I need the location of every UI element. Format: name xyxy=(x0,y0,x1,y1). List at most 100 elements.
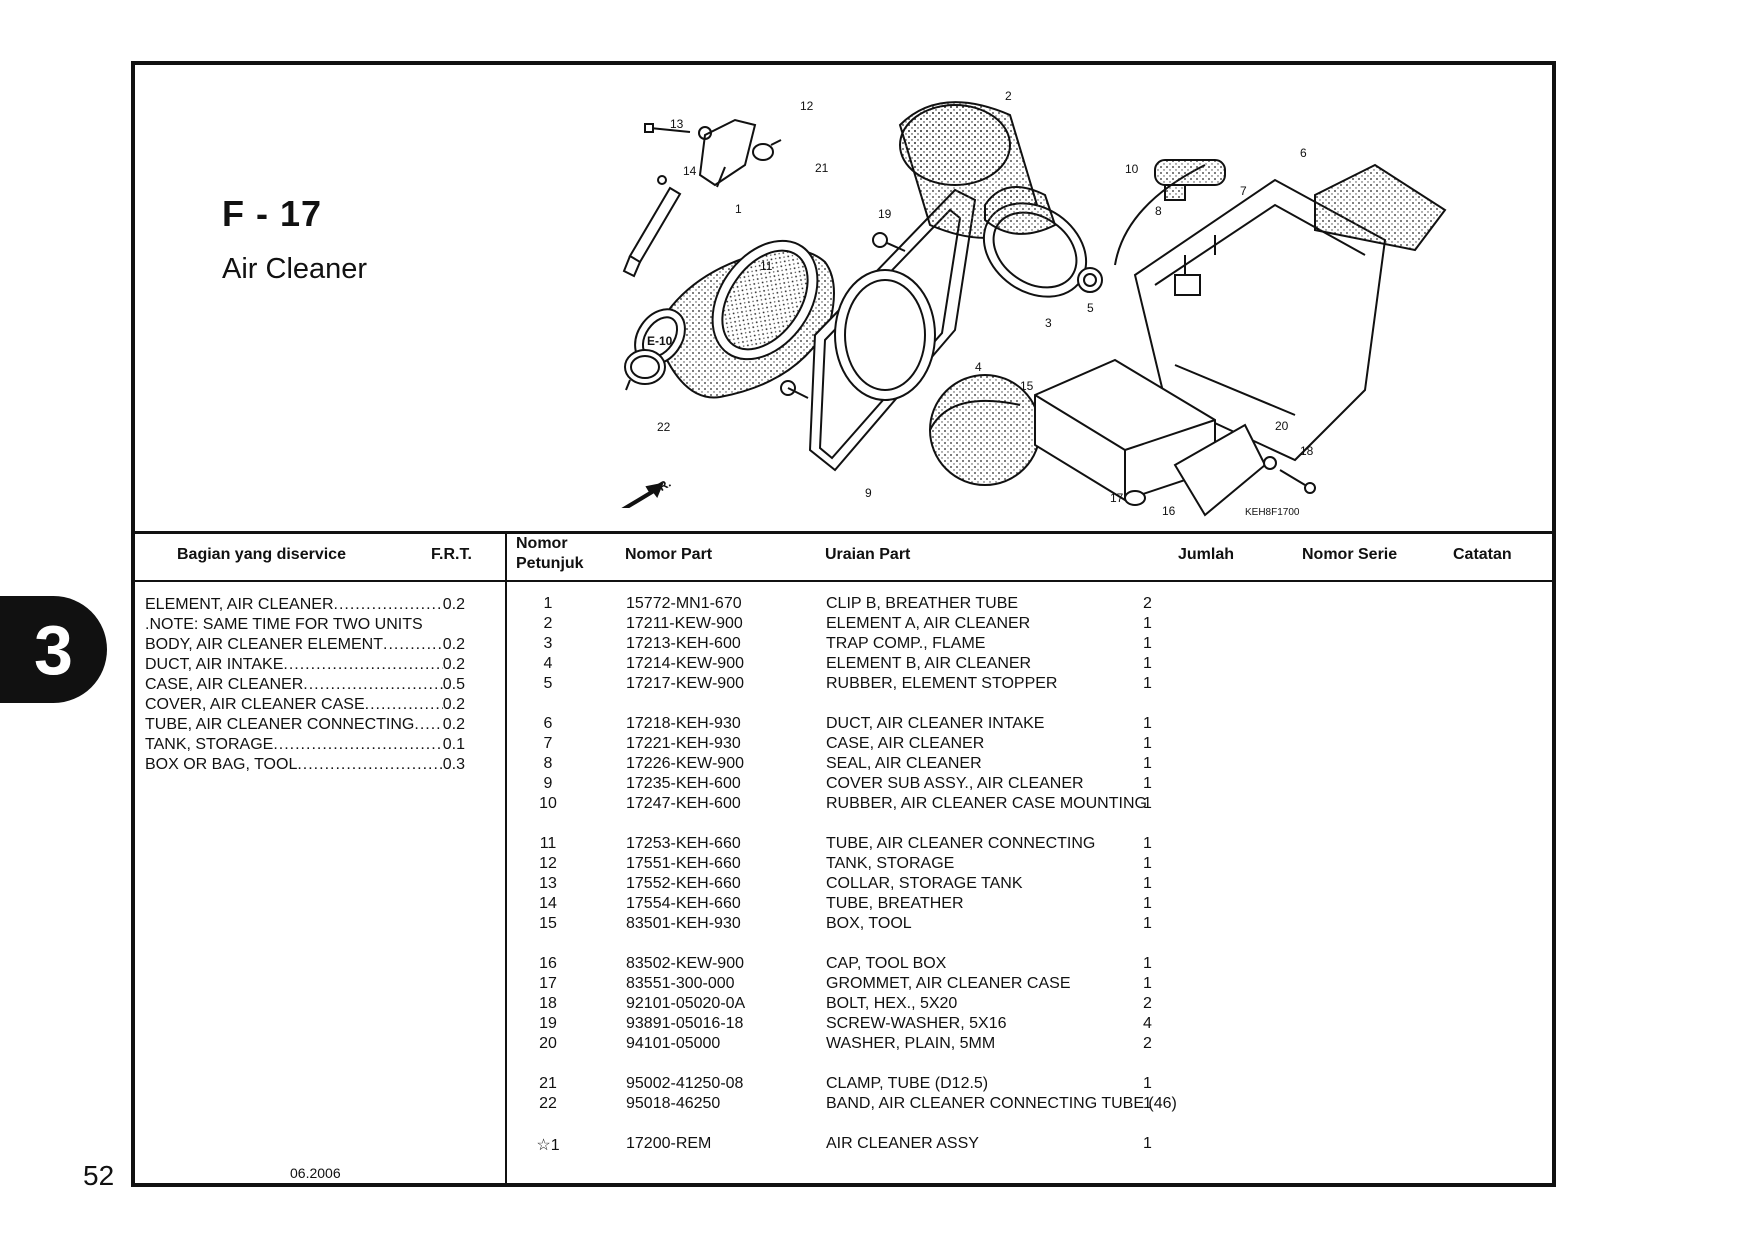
flame-trap-drawing xyxy=(982,186,1088,298)
callout-label: 12 xyxy=(800,99,814,113)
callout-label: 8 xyxy=(1155,204,1162,218)
qty-cell: 4 xyxy=(1143,1015,1152,1032)
desc-cell: ELEMENT B, AIR CLEANER xyxy=(826,655,1032,672)
part-no-cell: 17213-KEH-600 xyxy=(626,635,741,652)
grommet-drawing xyxy=(1124,490,1146,506)
ref-cell: 2 xyxy=(543,615,553,632)
desc-cell: TUBE, AIR CLEANER CONNECTING xyxy=(826,835,1096,852)
service-item-label: CASE, AIR CLEANER xyxy=(145,676,304,693)
part-no-cell: 93891-05016-18 xyxy=(626,1015,744,1032)
part-no-cell: 83502-KEW-900 xyxy=(626,955,744,972)
desc-cell: RUBBER, AIR CLEANER CASE MOUNTING xyxy=(826,795,1147,812)
callout-label: 9 xyxy=(865,486,872,500)
callout-label: 3 xyxy=(1045,316,1052,330)
service-item-label: BODY, AIR CLEANER ELEMENT xyxy=(145,636,383,653)
desc-cell: CAP, TOOL BOX xyxy=(826,955,947,972)
service-item-frt: 0.2 xyxy=(442,636,465,653)
service-item: TUBE, AIR CLEANER CONNECTING0.2 xyxy=(145,715,465,735)
qty-cell: 1 xyxy=(1143,1135,1152,1152)
service-item: TANK, STORAGE 0.1 xyxy=(145,735,465,755)
service-item: ELEMENT, AIR CLEANER0.2 xyxy=(145,595,465,615)
ref-cell: 14 xyxy=(539,895,557,912)
qty-cell: 1 xyxy=(1143,675,1152,692)
service-item-frt: 0.2 xyxy=(442,696,465,713)
part-no-cell: 83501-KEH-930 xyxy=(626,915,741,932)
part-no-cell: 15772-MN1-670 xyxy=(626,595,742,612)
ref-cell: 22 xyxy=(539,1095,557,1112)
service-item-frt: 0.1 xyxy=(442,736,465,753)
callout-label: 13 xyxy=(670,117,684,131)
service-item-frt: 0.3 xyxy=(442,756,465,773)
part-no-cell: 83551-300-000 xyxy=(626,975,735,992)
table-header: Bagian yang diservice F.R.T. Nomor Petun… xyxy=(135,531,1552,582)
qty-cell: 1 xyxy=(1143,655,1152,672)
header-frt: F.R.T. xyxy=(431,546,472,563)
ref-cell: 12 xyxy=(539,855,557,872)
callout-label: 20 xyxy=(1275,419,1289,433)
qty-cell: 1 xyxy=(1143,795,1152,812)
desc-cell: BOLT, HEX., 5X20 xyxy=(826,995,958,1012)
part-no-cell: 17253-KEH-660 xyxy=(626,835,741,852)
intake-duct-drawing xyxy=(1314,163,1447,252)
qty-cell: 1 xyxy=(1143,955,1152,972)
service-item: COVER, AIR CLEANER CASE0.2 xyxy=(145,695,465,715)
service-item-label: TUBE, AIR CLEANER CONNECTING xyxy=(145,716,415,733)
part-no-cell: 17214-KEW-900 xyxy=(626,655,744,672)
ref-cell: 5 xyxy=(543,675,553,692)
section-name: Air Cleaner xyxy=(222,253,368,285)
qty-cell: 1 xyxy=(1143,615,1152,632)
part-no-cell: 94101-05000 xyxy=(626,1035,721,1052)
callout-label: 1 xyxy=(735,202,742,216)
qty-cell: 1 xyxy=(1143,875,1152,892)
air-cleaner-cover-drawing xyxy=(780,188,977,472)
desc-cell: BOX, TOOL xyxy=(826,915,912,932)
callout-label: 16 xyxy=(1162,504,1176,518)
ref-cell: 8 xyxy=(543,755,553,772)
ref-cell: 9 xyxy=(543,775,553,792)
header-service-part: Bagian yang diservice xyxy=(177,546,346,563)
parts-catalog-frame: F - 17 Air Cleaner xyxy=(131,61,1556,1187)
callout-label: 11 xyxy=(760,259,773,273)
desc-cell: ELEMENT A, AIR CLEANER xyxy=(826,615,1031,632)
callout-label: 2 xyxy=(1005,89,1012,103)
ref-cell: 17 xyxy=(539,975,557,992)
desc-cell: WASHER, PLAIN, 5MM xyxy=(826,1035,996,1052)
callout-label: 18 xyxy=(1300,444,1314,458)
ref-cell: 15 xyxy=(539,915,557,932)
service-item-label: .NOTE: SAME TIME FOR TWO UNITS xyxy=(145,616,423,633)
ref-cell: 7 xyxy=(543,735,553,752)
qty-cell: 2 xyxy=(1143,595,1152,612)
service-item-label: BOX OR BAG, TOOL xyxy=(145,756,298,773)
qty-cell: 1 xyxy=(1143,635,1152,652)
storage-tank-drawing xyxy=(622,118,757,278)
diagram-panel: F - 17 Air Cleaner xyxy=(135,65,1552,534)
part-no-cell: 17218-KEH-930 xyxy=(626,715,741,732)
ref-cell: 4 xyxy=(543,655,553,672)
part-no-cell: 17226-KEW-900 xyxy=(626,755,744,772)
qty-cell: 1 xyxy=(1143,735,1152,752)
ref-cell: 19 xyxy=(539,1015,557,1032)
header-description: Uraian Part xyxy=(825,546,911,563)
qty-cell: 1 xyxy=(1143,895,1152,912)
service-item-label: DUCT, AIR INTAKE xyxy=(145,656,284,673)
rubber-stopper-drawing xyxy=(1077,267,1103,293)
part-no-cell: 92101-05020-0A xyxy=(626,995,746,1012)
chapter-tab: 3 xyxy=(0,596,107,703)
part-no-cell: 17554-KEH-660 xyxy=(626,895,741,912)
service-item-label: ELEMENT, AIR CLEANER xyxy=(145,596,334,613)
section-code: F - 17 xyxy=(222,193,323,234)
front-direction-arrow xyxy=(621,482,664,508)
desc-cell: CLIP B, BREATHER TUBE xyxy=(826,595,1019,612)
desc-cell: CASE, AIR CLEANER xyxy=(826,735,985,752)
header-ref-no-2: Petunjuk xyxy=(516,555,584,572)
callout-label: 4 xyxy=(975,360,982,374)
qty-cell: 1 xyxy=(1143,1075,1152,1092)
part-no-cell: 17217-KEW-900 xyxy=(626,675,744,692)
service-item-label: TANK, STORAGE xyxy=(145,736,274,753)
callout-label: 15 xyxy=(1020,379,1034,393)
service-item-frt: 0.5 xyxy=(442,676,465,693)
service-item: DUCT, AIR INTAKE0.2 xyxy=(145,655,465,675)
desc-cell: RUBBER, ELEMENT STOPPER xyxy=(826,675,1058,692)
ref-cell: 6 xyxy=(543,715,553,732)
callout-label: 14 xyxy=(683,164,697,178)
